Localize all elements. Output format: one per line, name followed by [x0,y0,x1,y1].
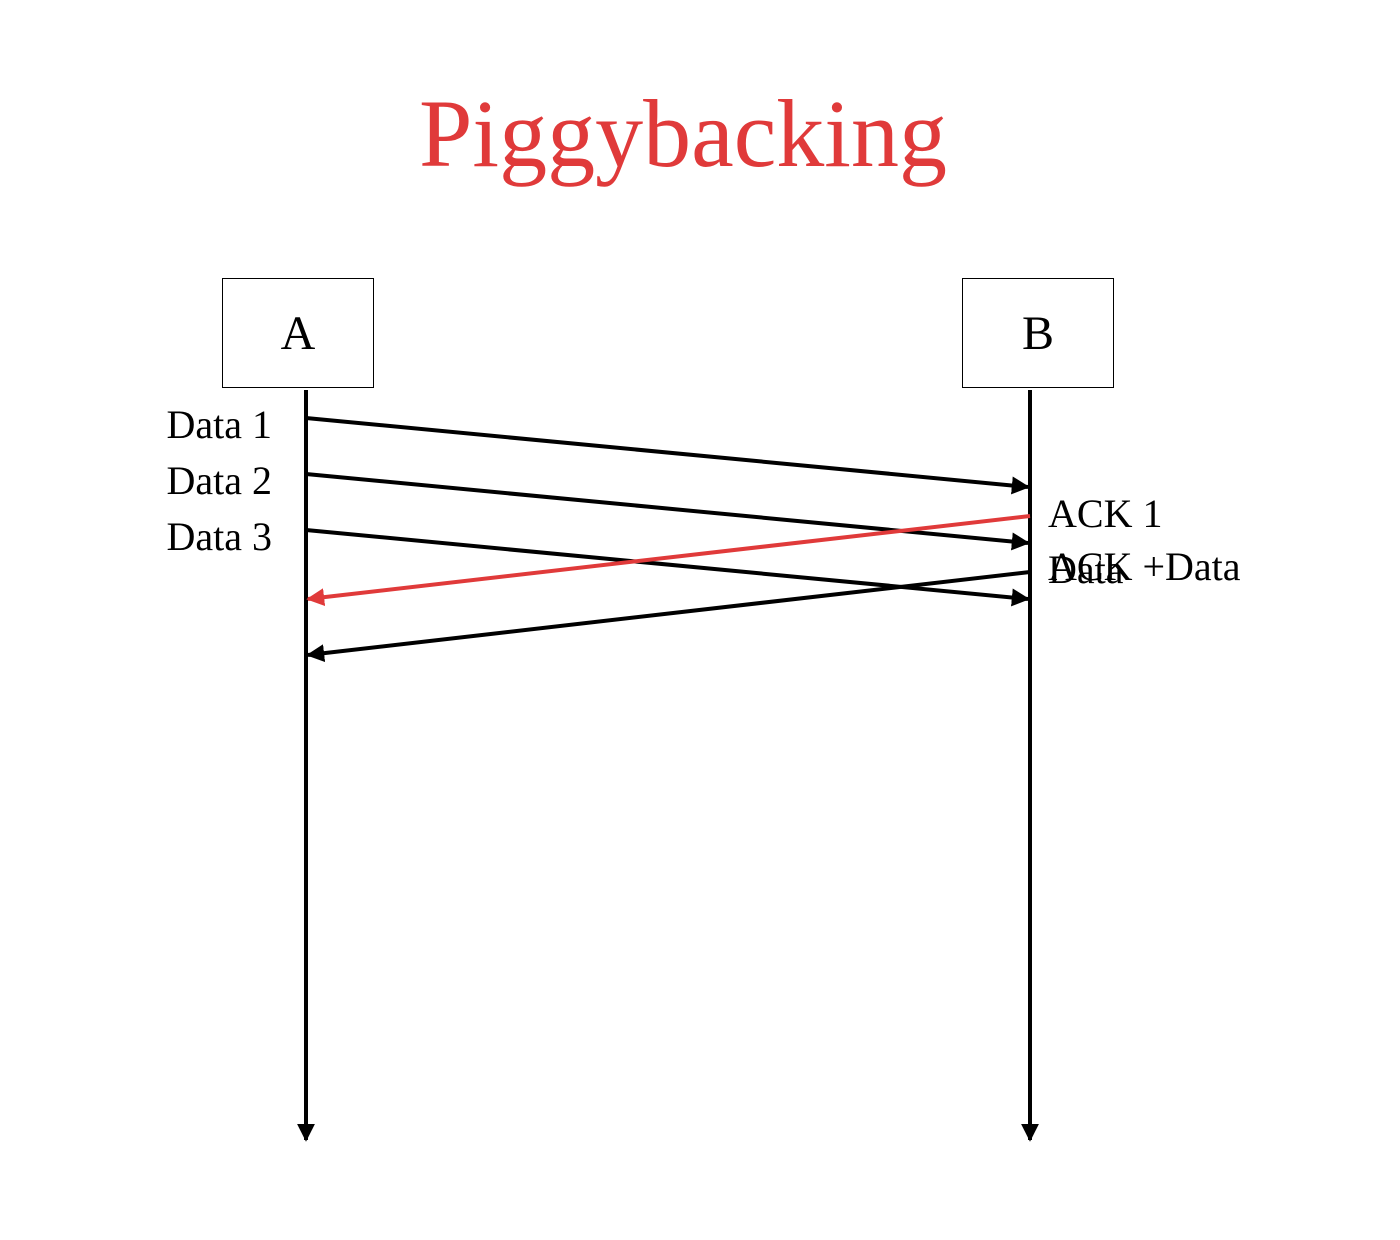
label-data-1: Data 1 [166,402,272,447]
arrow-ack-1 [306,514,1031,607]
label-data-3: Data 3 [166,514,272,559]
arrow-ack-plus-data [306,570,1031,663]
label-ack-1: ACK 1 [1048,491,1163,536]
node-b: B [962,278,1114,388]
page-title: Piggybacking [419,80,947,187]
arrow-data-2 [305,472,1030,551]
node-b-label: B [1021,306,1054,360]
node-a: A [222,278,374,388]
node-a-label: A [280,306,316,360]
label-data-2: Data 2 [166,458,272,503]
label-ack-plus-data: ACK +Data [1048,544,1241,589]
arrow-data-1 [305,416,1030,495]
label-data-overlap: Data [1048,547,1124,592]
